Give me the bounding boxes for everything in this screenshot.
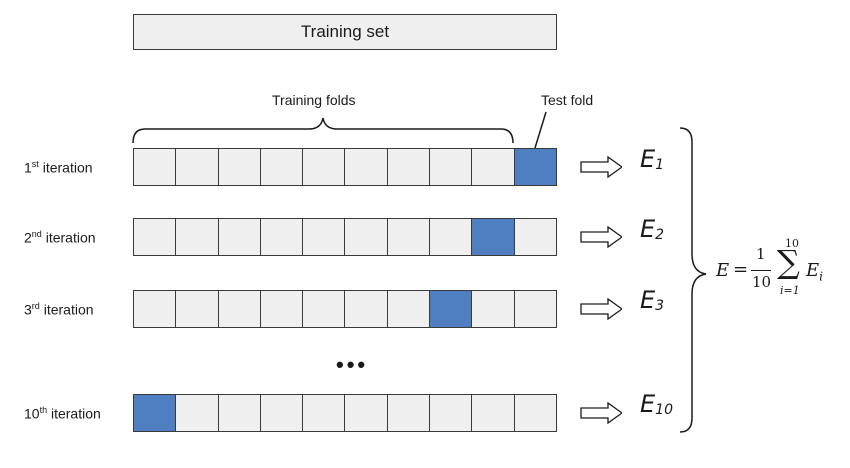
error-label: E2	[640, 215, 665, 243]
test-fold-cell	[133, 394, 177, 432]
training-fold-cell	[386, 218, 431, 256]
training-fold-cell	[513, 394, 557, 432]
training-fold-cell	[133, 290, 177, 328]
training-fold-cell	[259, 148, 304, 186]
training-fold-cell	[259, 394, 304, 432]
outline-arrow-right-icon	[580, 298, 622, 320]
training-fold-cell	[344, 218, 388, 256]
training-fold-cell	[386, 148, 431, 186]
training-fold-cell	[429, 148, 473, 186]
test-fold-cell	[471, 218, 515, 256]
errors-brace	[679, 127, 707, 433]
training-fold-cell	[302, 148, 346, 186]
error-label: E1	[640, 145, 665, 173]
test-fold-pointer	[534, 111, 547, 149]
outline-arrow-right-icon	[580, 402, 622, 424]
iteration-label: 3rd iteration	[24, 301, 94, 318]
ellipsis: •••	[336, 352, 369, 377]
training-folds-brace	[132, 117, 514, 144]
formula-lhs: E	[716, 260, 730, 281]
training-fold-cell	[302, 218, 346, 256]
training-fold-cell	[175, 148, 219, 186]
training-fold-cell	[513, 218, 557, 256]
average-error-formula: E = 1 10 10 ∑ i=1 Ei	[716, 237, 840, 310]
iteration-label: 2nd iteration	[24, 229, 96, 246]
test-fold-cell	[429, 290, 473, 328]
training-fold-cell	[344, 394, 388, 432]
test-fold-label: Test fold	[541, 92, 594, 108]
training-fold-cell	[175, 290, 219, 328]
formula-numerator: 1	[756, 245, 766, 263]
training-fold-cell	[429, 394, 473, 432]
iteration-label: 1st iteration	[24, 159, 93, 176]
fold-row	[133, 394, 557, 432]
training-fold-cell	[133, 148, 177, 186]
training-fold-cell	[217, 148, 261, 186]
training-fold-cell	[133, 218, 177, 256]
training-set-label: Training set	[300, 22, 390, 41]
formula-term: Ei	[806, 260, 823, 284]
training-fold-cell	[344, 290, 388, 328]
training-fold-cell	[471, 290, 515, 328]
formula-lower-limit: i=1	[780, 284, 800, 297]
training-fold-cell	[386, 290, 431, 328]
training-fold-cell	[386, 394, 431, 432]
formula-denominator: 10	[752, 273, 772, 291]
training-fold-cell	[259, 290, 304, 328]
error-label: E3	[640, 286, 665, 314]
training-fold-cell	[175, 218, 219, 256]
formula-equals: =	[733, 259, 749, 280]
training-folds-label: Training folds	[272, 92, 356, 108]
training-fold-cell	[302, 394, 346, 432]
training-fold-cell	[429, 218, 473, 256]
training-fold-cell	[259, 218, 304, 256]
error-label: E10	[640, 390, 673, 418]
iteration-label: 10th iteration	[24, 405, 101, 422]
training-fold-cell	[217, 218, 261, 256]
fold-row	[133, 218, 557, 256]
fold-row	[133, 290, 557, 328]
training-fold-cell	[513, 290, 557, 328]
training-fold-cell	[344, 148, 388, 186]
training-fold-cell	[217, 290, 261, 328]
formula-upper-limit: 10	[785, 237, 799, 250]
training-fold-cell	[175, 394, 219, 432]
summation-icon: ∑	[777, 243, 800, 281]
training-fold-cell	[471, 148, 515, 186]
training-fold-cell	[217, 394, 261, 432]
training-fold-cell	[471, 394, 515, 432]
fold-row	[133, 148, 557, 186]
outline-arrow-right-icon	[580, 156, 622, 178]
outline-arrow-right-icon	[580, 226, 622, 248]
formula-fraction-bar	[751, 270, 771, 271]
training-set-box: Training set	[133, 14, 557, 50]
training-fold-cell	[302, 290, 346, 328]
test-fold-cell	[513, 148, 557, 186]
